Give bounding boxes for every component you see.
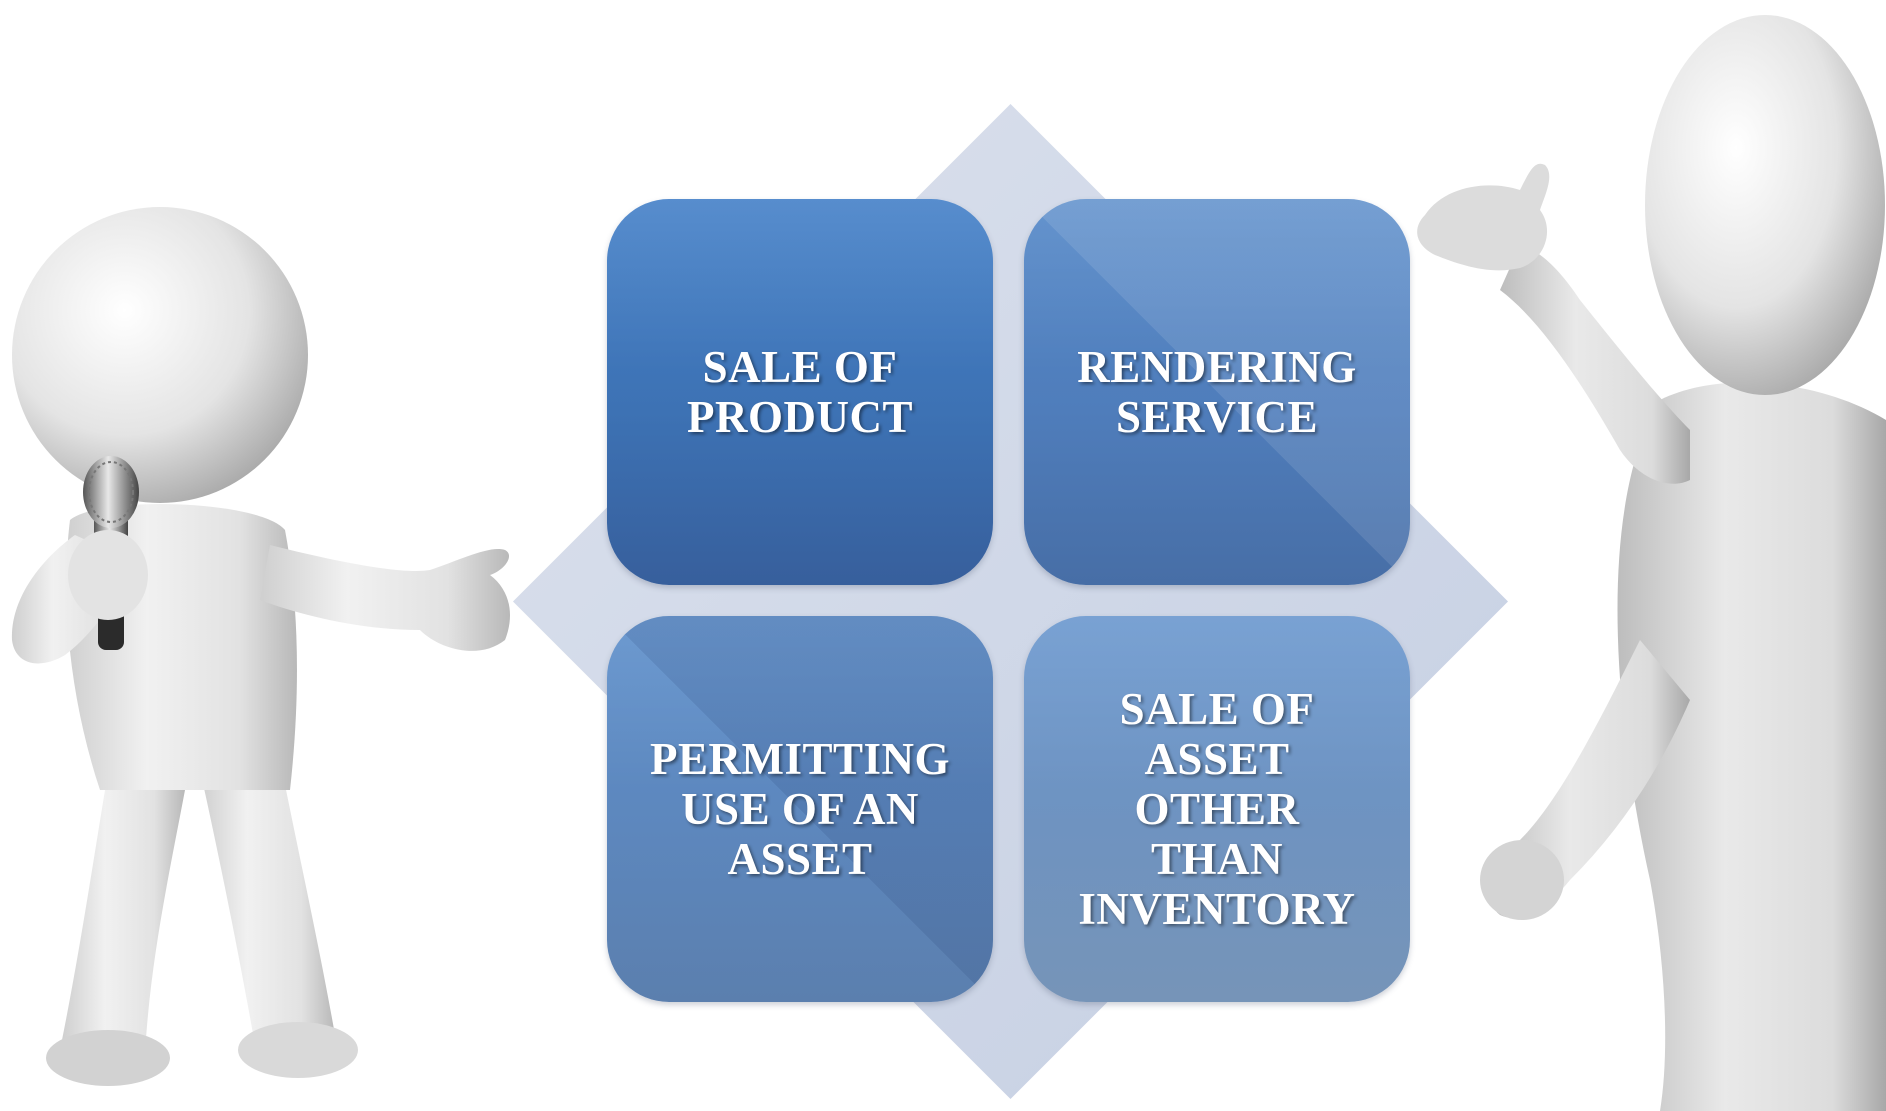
tile-label-line: PERMITTING [649,734,951,784]
tile-permitting-use-of-asset: PERMITTING USE OF AN ASSET [607,616,993,1002]
tile-label-line: SALE OF [702,342,898,392]
tile-label-line: THAN [1150,834,1283,884]
right-figure [1417,15,1886,1111]
tile-label: SALE OF PRODUCT [677,342,923,442]
tile-label-line: USE OF AN [681,784,919,834]
tile-sale-of-asset-other-than-inventory: SALE OF ASSET OTHER THAN INVENTORY [1024,616,1410,1002]
tile-sale-of-product: SALE OF PRODUCT [607,199,993,585]
tile-label-line: SERVICE [1116,392,1318,442]
tile-label: RENDERING SERVICE [1067,342,1367,442]
tile-label: SALE OF ASSET OTHER THAN INVENTORY [1068,684,1365,934]
tile-label-line: RENDERING [1077,342,1357,392]
tile-label-line: OTHER [1134,784,1300,834]
tile-label-line: ASSET [727,834,873,884]
tile-label-line: PRODUCT [687,392,913,442]
tile-label-line: INVENTORY [1078,884,1356,934]
tile-rendering-service: RENDERING SERVICE [1024,199,1410,585]
left-figure [11,207,510,1086]
tile-label: PERMITTING USE OF AN ASSET [640,734,960,884]
tile-label-line: SALE OF [1119,684,1315,734]
tile-label-line: ASSET [1144,734,1290,784]
